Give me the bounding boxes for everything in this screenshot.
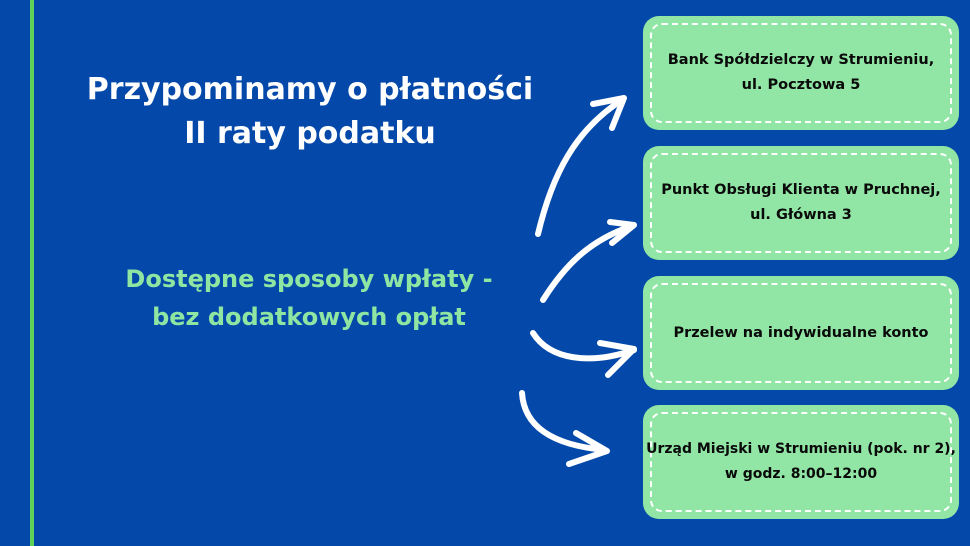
option-card-town-hall: Urząd Miejski w Strumieniu (pok. nr 2), …	[643, 405, 959, 519]
option-line-2: w godz. 8:00–12:00	[724, 466, 878, 482]
option-card-transfer: Przelew na indywidualne konto	[643, 276, 959, 390]
option-line-2: ul. Pocztowa 5	[741, 77, 861, 93]
title-line-1: Przypominamy o płatności	[86, 72, 534, 107]
option-line-1: Bank Spółdzielczy w Strumieniu,	[667, 52, 935, 68]
title-line-2: II raty podatku	[184, 116, 436, 151]
subtitle-line-1: Dostępne sposoby wpłaty -	[125, 265, 493, 293]
option-line-1: Punkt Obsługi Klienta w Pruchnej,	[661, 182, 941, 198]
option-text: Bank Spółdzielczy w Strumieniu, ul. Pocz…	[658, 48, 944, 98]
payment-methods-heading: Dostępne sposoby wpłaty - bez dodatkowyc…	[86, 260, 532, 336]
option-text: Punkt Obsługi Klienta w Pruchnej, ul. Gł…	[651, 178, 951, 228]
option-line-1: Urząd Miejski w Strumieniu (pok. nr 2),	[646, 441, 956, 457]
curved-arrow-down-right-icon	[519, 390, 610, 467]
option-line-1: Przelew na indywidualne konto	[673, 324, 929, 341]
option-text: Urząd Miejski w Strumieniu (pok. nr 2), …	[636, 437, 966, 487]
page-title: Przypominamy o płatności II raty podatku	[60, 68, 560, 156]
curved-arrow-up-right-icon	[540, 219, 637, 303]
curved-arrow-up-icon	[535, 95, 627, 237]
left-accent-line	[30, 0, 34, 546]
option-card-bank: Bank Spółdzielczy w Strumieniu, ul. Pocz…	[643, 16, 959, 130]
option-card-customer-service: Punkt Obsługi Klienta w Pruchnej, ul. Gł…	[643, 146, 959, 260]
option-line-2: ul. Główna 3	[750, 207, 852, 223]
option-text: Przelew na indywidualne konto	[663, 321, 938, 346]
subtitle-line-2: bez dodatkowych opłat	[152, 303, 466, 331]
curved-arrow-right-icon	[530, 330, 637, 378]
